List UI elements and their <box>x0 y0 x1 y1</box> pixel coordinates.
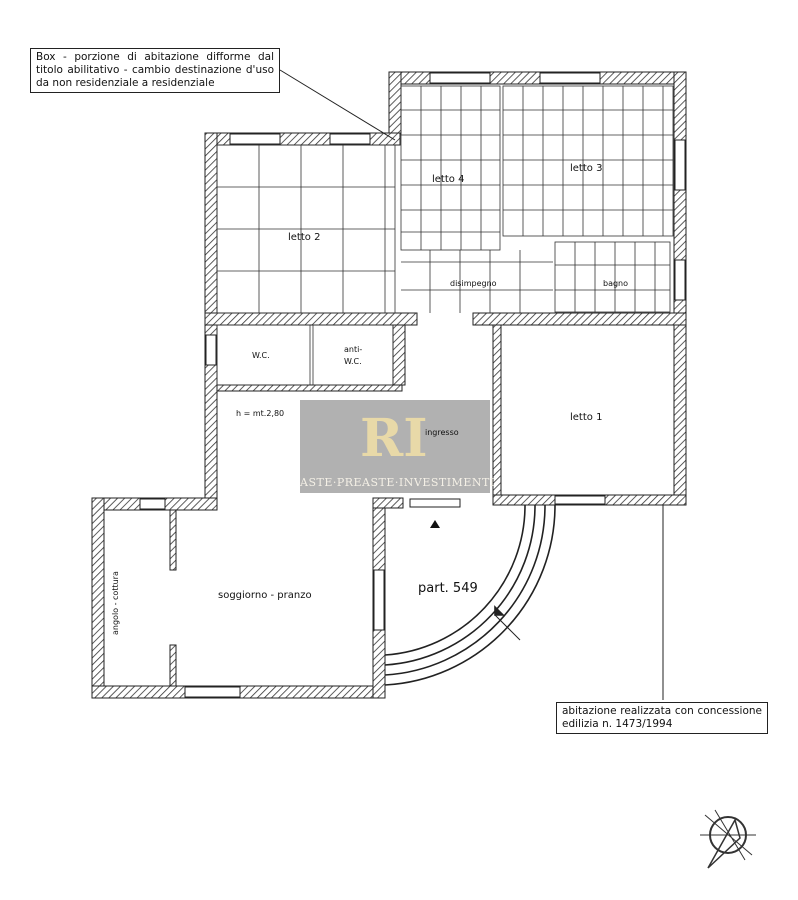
compass-icon <box>700 809 756 869</box>
room-ingresso: ingresso <box>425 428 459 437</box>
note-concessione: abitazione realizzata con concessione ed… <box>556 702 768 734</box>
room-letto-3: letto 3 <box>570 163 602 174</box>
room-height: h = mt.2,80 <box>236 409 284 418</box>
entrance-steps <box>384 504 556 686</box>
room-angolo-cottura: angolo - cottura <box>111 571 120 635</box>
watermark-logo: RI <box>360 408 428 469</box>
leader-line-box <box>279 69 396 141</box>
watermark-brand: ASTE·PREASTE·INVESTIMENTI <box>300 476 495 489</box>
parcel-label: part. 549 <box>418 581 478 596</box>
room-letto-2: letto 2 <box>288 232 320 243</box>
room-letto-4: letto 4 <box>432 174 464 185</box>
note-box-difforme: Box - porzione di abitazione difforme da… <box>30 48 280 93</box>
room-bagno: bagno <box>603 279 628 288</box>
room-anti-wc-2: W.C. <box>344 357 362 366</box>
room-letto-1: letto 1 <box>570 412 602 423</box>
windows <box>139 72 686 698</box>
watermark: RI ingresso ASTE·PREASTE·INVESTIMENTI <box>300 400 495 493</box>
floor-tiles <box>216 85 674 386</box>
room-disimpegno: disimpegno <box>450 279 497 288</box>
room-wc: W.C. <box>252 351 270 360</box>
entrance-arrow-icon <box>430 520 440 528</box>
room-anti-wc: anti- <box>344 345 362 354</box>
room-soggiorno: soggiorno - pranzo <box>218 590 312 601</box>
